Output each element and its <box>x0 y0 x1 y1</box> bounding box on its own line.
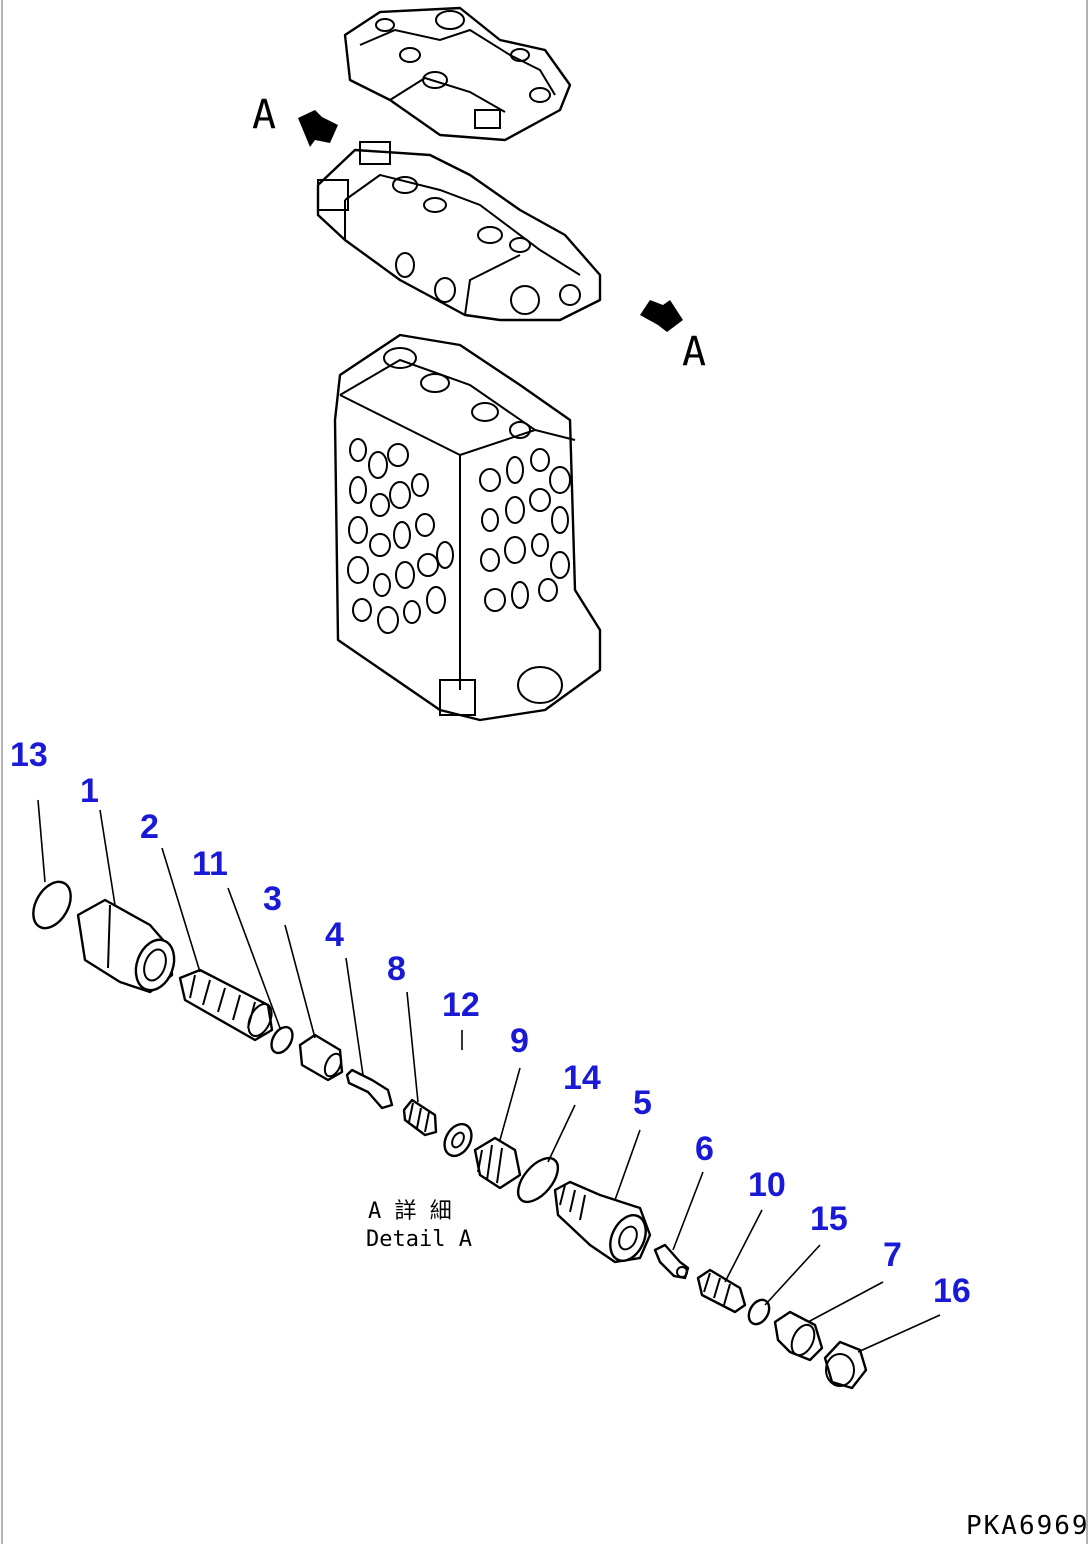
block-hole <box>531 533 549 557</box>
callout-2: 2 <box>140 808 159 846</box>
callout-12: 12 <box>442 986 480 1024</box>
block-hole <box>349 438 367 462</box>
block-hole <box>504 536 526 564</box>
callout-3: 3 <box>263 880 282 918</box>
drawing-code: PKA6969 <box>966 1511 1090 1541</box>
part-8-spring <box>402 1098 438 1137</box>
callout-11: 11 <box>192 845 228 883</box>
callout-14: 14 <box>563 1059 601 1097</box>
callout-9: 9 <box>510 1022 529 1060</box>
block-hole <box>417 553 439 577</box>
block-hole <box>484 588 506 612</box>
callout-1: 1 <box>80 772 99 810</box>
part-9-ring <box>473 1136 522 1190</box>
part-13-o-ring <box>32 880 72 930</box>
block-hole <box>511 581 529 609</box>
callout-10: 10 <box>748 1166 786 1204</box>
part-4-pin <box>345 1068 394 1110</box>
block-hole <box>549 466 571 494</box>
detail-label-en: Detail A <box>366 1227 472 1252</box>
callout-15: 15 <box>810 1200 848 1238</box>
view-label-right: A <box>682 329 706 375</box>
block-hole <box>403 600 421 624</box>
block-hole <box>348 516 368 544</box>
block-hole <box>550 551 570 579</box>
leader-lines <box>37 799 941 1353</box>
block-hole <box>529 488 551 512</box>
valve-main-block <box>333 333 602 722</box>
block-hole <box>349 476 367 504</box>
block-hole <box>436 541 454 569</box>
callout-16: 16 <box>933 1272 971 1310</box>
valve-middle-section <box>316 141 602 322</box>
block-hole <box>389 481 411 509</box>
block-hole <box>505 496 525 524</box>
block-hole <box>411 473 429 497</box>
part-6-poppet <box>653 1243 690 1280</box>
part-7-plug <box>773 1310 824 1362</box>
block-hole <box>370 493 390 517</box>
view-arrow-top <box>298 110 338 147</box>
block-hole <box>352 598 372 622</box>
block-hole <box>426 586 446 614</box>
block-hole <box>395 561 415 589</box>
block-hole <box>530 448 550 472</box>
detail-label-jp: A 詳 細 <box>368 1199 452 1224</box>
callout-4: 4 <box>325 916 344 954</box>
block-hole <box>393 521 411 549</box>
block-hole <box>551 506 569 534</box>
block-hole <box>480 548 500 572</box>
block-hole <box>347 556 369 584</box>
block-hole <box>369 533 391 557</box>
part-12-washer <box>443 1122 473 1158</box>
part-10-spring <box>696 1268 747 1314</box>
callout-13: 13 <box>10 736 48 774</box>
block-hole <box>479 468 501 492</box>
part-1-plug <box>76 898 176 994</box>
block-hole <box>538 578 558 602</box>
callout-6: 6 <box>695 1130 714 1168</box>
block-hole <box>377 606 399 634</box>
part-14-o-ring <box>516 1156 560 1204</box>
view-arrow-right <box>640 300 683 332</box>
view-label-top: A <box>252 92 276 138</box>
part-15-o-ring <box>747 1298 771 1326</box>
block-hole <box>506 456 524 484</box>
part-11-ring <box>270 1025 294 1055</box>
block-hole <box>387 443 409 467</box>
part-16-cap <box>823 1340 868 1390</box>
block-hole <box>368 451 388 479</box>
callout-8: 8 <box>387 950 406 988</box>
block-hole <box>415 513 435 537</box>
part-5-plug <box>553 1180 652 1264</box>
valve-top-plate <box>343 6 572 142</box>
callout-5: 5 <box>633 1084 652 1122</box>
block-hole <box>481 508 499 532</box>
block-hole <box>373 573 391 597</box>
callout-7: 7 <box>883 1236 902 1274</box>
